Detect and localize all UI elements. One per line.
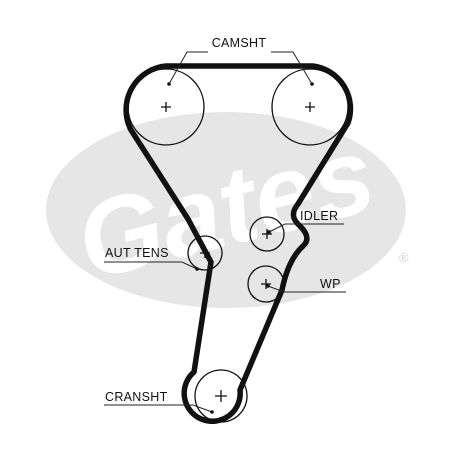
center-mark-icon bbox=[305, 102, 315, 112]
pulley-water-pump bbox=[247, 265, 285, 303]
leader-camshaft-left bbox=[168, 51, 208, 85]
label-idler: IDLER bbox=[300, 209, 338, 223]
pulley-outline bbox=[271, 68, 349, 146]
watermark-registered-mark: ® bbox=[399, 250, 409, 265]
brand-watermark: Gates ® bbox=[46, 112, 409, 308]
pulley-camshaft-right bbox=[271, 68, 349, 146]
leader-camshaft-right bbox=[271, 51, 313, 85]
leader-dot bbox=[310, 82, 314, 86]
timing-belt bbox=[123, 63, 354, 425]
pulley-crankshaft bbox=[194, 369, 248, 423]
leader-dot bbox=[167, 82, 171, 86]
pulley-outline bbox=[187, 235, 223, 271]
center-mark-icon bbox=[200, 248, 210, 258]
center-mark-icon bbox=[261, 279, 271, 289]
leader-lines bbox=[104, 51, 346, 413]
pulley-outline bbox=[127, 68, 205, 146]
leader-tensioner bbox=[104, 261, 198, 270]
leader-idler bbox=[268, 223, 344, 233]
leader-dots bbox=[167, 82, 314, 414]
label-camshaft: CAMSHT bbox=[212, 36, 267, 50]
pulley-outline bbox=[247, 265, 285, 303]
leader-dot bbox=[267, 230, 271, 234]
center-mark-icon bbox=[262, 229, 272, 239]
pulley-idler bbox=[249, 216, 285, 252]
leader-dot bbox=[210, 410, 214, 414]
center-mark-icon bbox=[161, 102, 171, 112]
leader-dot bbox=[195, 267, 199, 271]
leader-crankshaft bbox=[104, 404, 213, 413]
pulley-camshaft-left bbox=[127, 68, 205, 146]
label-crankshaft: CRANSHT bbox=[105, 390, 168, 404]
watermark-ellipse bbox=[46, 112, 406, 308]
center-mark-icon bbox=[215, 390, 227, 402]
label-water-pump: WP bbox=[320, 277, 341, 291]
label-tensioner: AUT TENS bbox=[105, 246, 169, 260]
pulley-outline bbox=[249, 216, 285, 252]
leader-dot bbox=[266, 284, 270, 288]
leader-water-pump bbox=[267, 285, 346, 293]
pulley-outline bbox=[194, 369, 248, 423]
pulley-tensioner bbox=[187, 235, 223, 271]
